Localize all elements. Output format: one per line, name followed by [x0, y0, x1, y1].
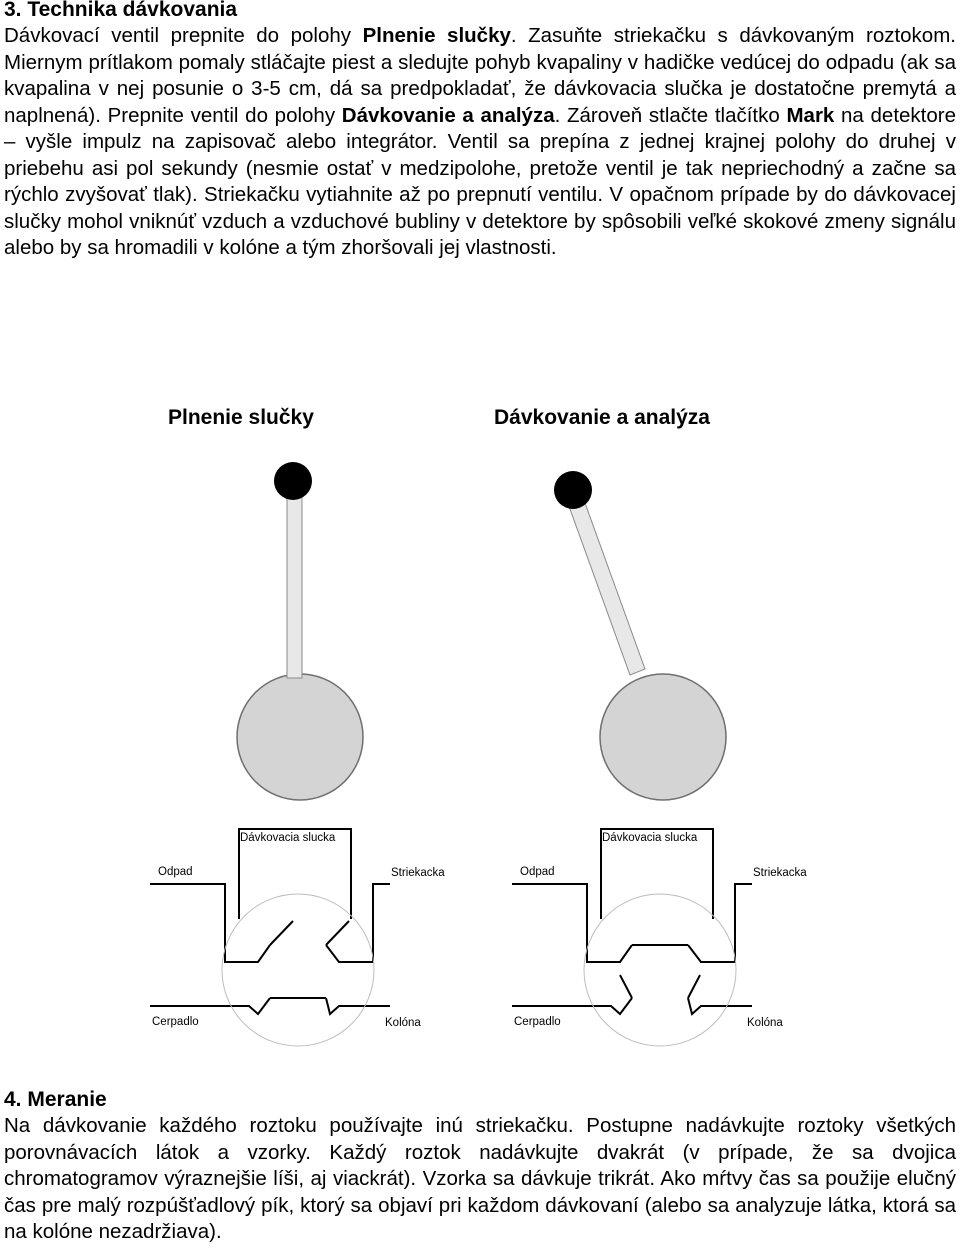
- text-run: na detektore – vyšle impulz na zapisovač…: [4, 103, 956, 260]
- diagram-title-davkovanie: Dávkovanie a analýza: [494, 406, 710, 429]
- section-3-paragraph: Dávkovací ventil prepnite do polohy Plne…: [4, 23, 956, 262]
- loop-label-left: Dávkovacia slucka: [240, 832, 336, 844]
- loop-line-left: [238, 828, 352, 919]
- text-run: . Zasuňte striekačku s dávkovaným roztok…: [4, 24, 956, 127]
- bold-term-mark: Mark: [786, 103, 835, 127]
- internal-channel-right-3: [687, 974, 701, 999]
- striekacka-line-right: [687, 883, 752, 963]
- internal-channel-left-1: [269, 920, 294, 946]
- striekacka-line-left: [325, 883, 390, 963]
- rotor-disc-left: [236, 673, 364, 801]
- lever-stem-right: [565, 491, 646, 676]
- lever-stem-left: [286, 487, 303, 679]
- lever-knob-right: [554, 471, 592, 509]
- section-4-heading: 4. Meranie: [4, 1088, 107, 1111]
- cerpadlo-line-right: [512, 997, 633, 1016]
- odpad-line-left: [150, 883, 271, 963]
- cerpadlo-label-right: Cerpadlo: [514, 1016, 561, 1028]
- loop-label-right: Dávkovacia slucka: [602, 832, 698, 844]
- section-technika-davkovania: 3. Technika dávkovania Dávkovací ventil …: [4, 0, 956, 262]
- valve-left: Dávkovacia slucka Odpad Striekacka Cerpa…: [150, 462, 445, 1047]
- section-3-heading: 3. Technika dávkovania: [4, 0, 238, 21]
- internal-channel-left-2: [325, 920, 350, 946]
- valve-body-outline-left: [221, 893, 375, 1047]
- kolona-label-right: Kolóna: [747, 1017, 783, 1029]
- rotor-disc-right: [599, 673, 727, 801]
- loop-line-right: [600, 828, 714, 919]
- striekacka-label-right: Striekacka: [753, 867, 807, 879]
- odpad-line-right: [512, 883, 633, 963]
- port-connections-right: [512, 828, 752, 1047]
- valve-body-outline-right: [583, 893, 737, 1047]
- striekacka-label-left: Striekacka: [391, 867, 445, 879]
- cerpadlo-label-left: Cerpadlo: [152, 1016, 199, 1028]
- kolona-label-left: Kolóna: [385, 1017, 421, 1029]
- diagram-title-plnenie: Plnenie slučky: [168, 406, 314, 429]
- section-4-paragraph: Na dávkovanie každého roztoku používajte…: [4, 1114, 956, 1243]
- kolona-line-right: [687, 997, 752, 1016]
- valve-right: Dávkovacia slucka Odpad Striekacka Cerpa…: [512, 471, 807, 1047]
- kolona-line-left: [325, 997, 390, 1016]
- bold-term-davkovanie-a-analyza: Dávkovanie a analýza: [341, 103, 555, 127]
- cerpadlo-line-left: [150, 997, 271, 1016]
- lever-knob-left: [274, 462, 312, 500]
- bold-term-plnenie-slucky: Plnenie slučky: [362, 24, 511, 47]
- port-connections-left: [150, 828, 390, 1047]
- odpad-label-right: Odpad: [520, 866, 555, 878]
- section-meranie: 4. Meranie Na dávkovanie každého roztoku…: [4, 1087, 956, 1246]
- text-run: . Zároveň stlačte tlačítko: [554, 103, 787, 127]
- odpad-label-left: Odpad: [158, 866, 193, 878]
- text-run: Dávkovací ventil prepnite do polohy: [4, 24, 363, 47]
- internal-channel-right-2: [619, 974, 633, 999]
